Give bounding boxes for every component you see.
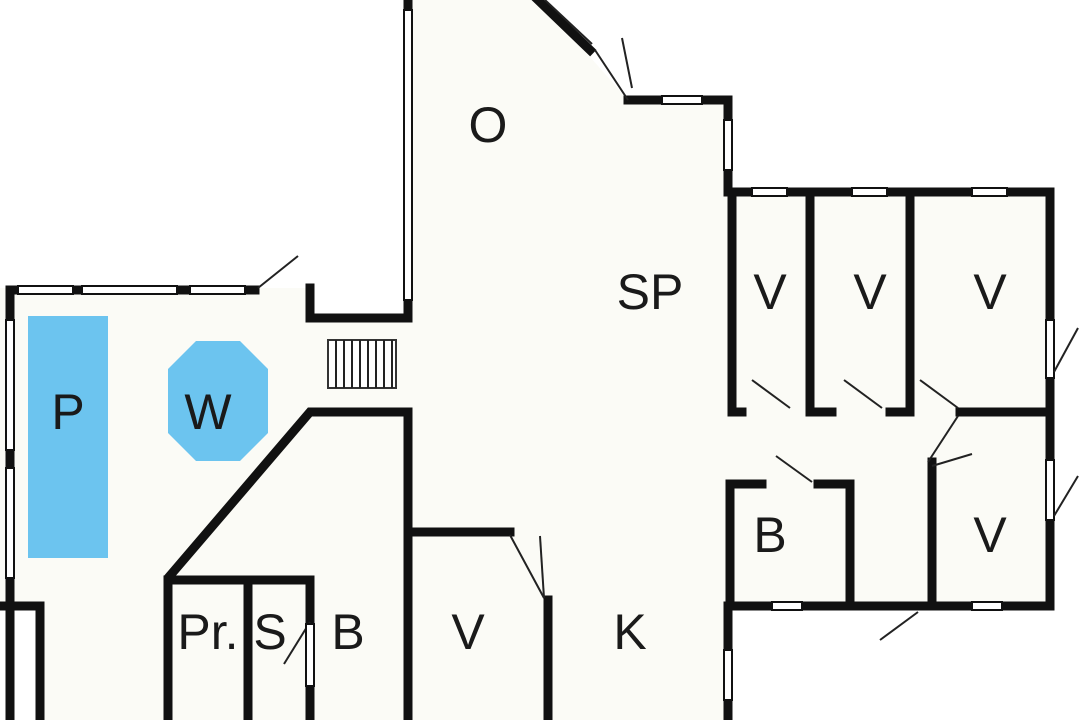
room-label-v1: V: [753, 264, 787, 320]
pool: [28, 316, 108, 558]
room-label-s: S: [253, 604, 286, 660]
hot-tub: [168, 341, 268, 461]
room-label-v2: V: [853, 264, 887, 320]
room-label-pr: Pr.: [177, 604, 238, 660]
room-label-v4: V: [973, 507, 1007, 563]
room-label-v5: V: [451, 604, 485, 660]
room-label-o: O: [469, 97, 508, 153]
stairs: [327, 339, 397, 389]
room-label-b1: B: [753, 507, 786, 563]
room-label-v3: V: [973, 264, 1007, 320]
interior-walls: [163, 195, 1055, 720]
floor-area: [0, 0, 1050, 720]
room-label-w: W: [184, 384, 232, 440]
room-label-p: P: [51, 384, 84, 440]
room-label-b2: B: [331, 604, 364, 660]
room-label-sp: SP: [617, 264, 684, 320]
doors: [257, 37, 1079, 687]
windows: [5, 0, 1055, 701]
room-label-k: K: [613, 604, 646, 660]
